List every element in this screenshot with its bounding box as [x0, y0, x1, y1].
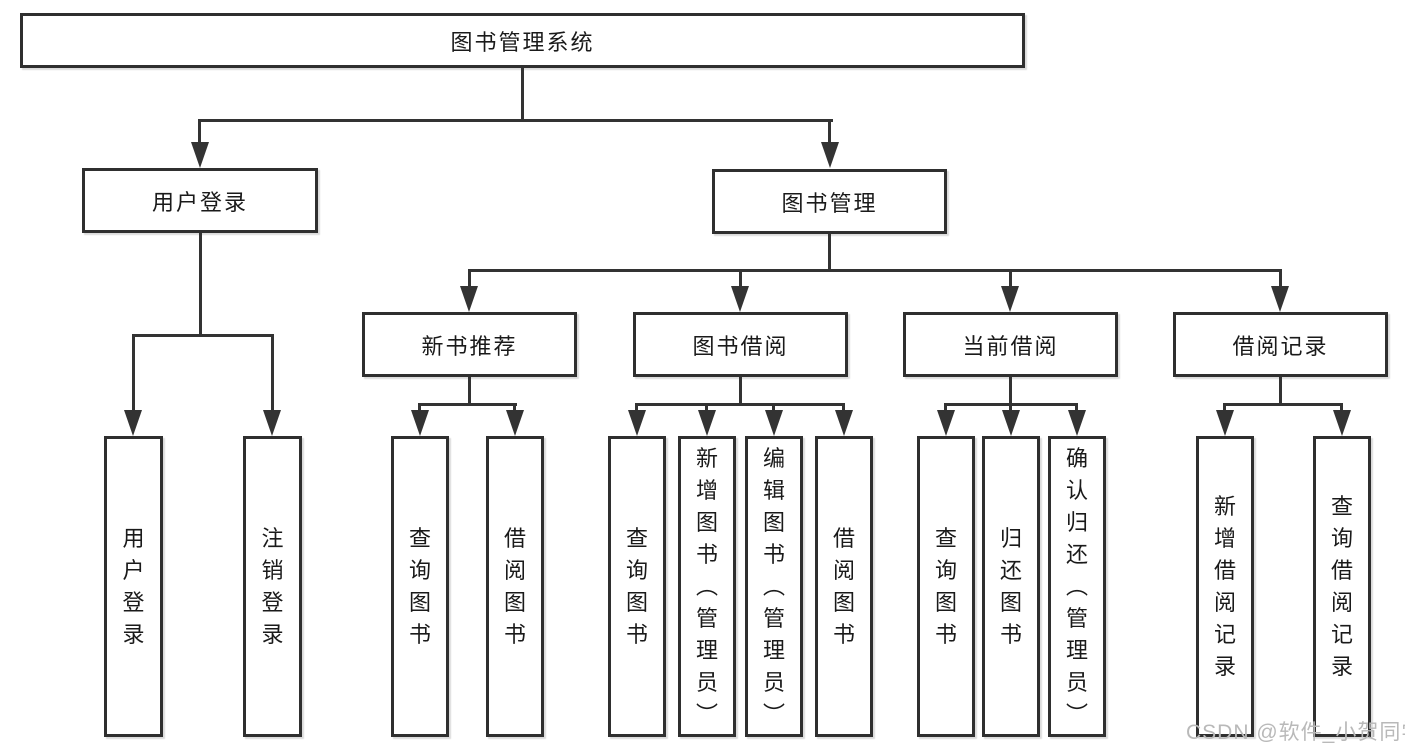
edge-drop-D1 — [1223, 403, 1226, 412]
edge-userlogin-rail — [132, 334, 274, 337]
arrowhead-records-icon — [1271, 286, 1289, 312]
arrowhead-B3-icon — [765, 410, 783, 436]
edge-bookmgmt-rail — [468, 269, 1282, 272]
node-new-book-recommend: 新书推荐 — [362, 312, 577, 377]
leaf-user-login: 用户登录 — [104, 436, 163, 737]
edge-groupB-rail — [635, 403, 845, 406]
leaf-add-borrow-record: 新增借阅记录 — [1196, 436, 1254, 737]
edge-groupB-stem — [739, 377, 742, 406]
leaf-confirm-return-admin-label: 确认归还︵管理员︶ — [1065, 445, 1088, 727]
arrowhead-leaf-logout-icon — [263, 410, 281, 436]
leaf-borrow-books-A: 借阅图书 — [486, 436, 544, 737]
edge-drop-C3 — [1075, 403, 1078, 412]
node-user-login-label: 用户登录 — [151, 189, 248, 215]
edge-root-stem — [521, 68, 524, 121]
node-borrow-records-label: 借阅记录 — [1232, 333, 1329, 359]
arrowhead-book-mgmt-icon — [821, 142, 839, 168]
arrowhead-newbook-icon — [460, 286, 478, 312]
leaf-add-book-admin: 新增图书︵管理员︶ — [678, 436, 736, 737]
leaf-borrow-books-A-label: 借阅图书 — [503, 525, 526, 647]
node-book-mgmt-label: 图书管理 — [781, 190, 878, 216]
leaf-return-book-label: 归还图书 — [999, 525, 1022, 647]
arrowhead-C3-icon — [1068, 410, 1086, 436]
leaf-add-borrow-record-label: 新增借阅记录 — [1213, 493, 1236, 679]
node-current-borrow-label: 当前借阅 — [962, 333, 1059, 359]
leaf-user-login-label: 用户登录 — [122, 525, 145, 647]
leaf-query-books-C: 查询图书 — [917, 436, 975, 737]
node-new-book-recommend-label: 新书推荐 — [421, 333, 518, 359]
leaf-edit-book-admin-label: 编辑图书︵管理员︶ — [762, 445, 785, 727]
arrowhead-A2-icon — [506, 410, 524, 436]
edge-drop-newbook — [468, 269, 471, 291]
arrowhead-A1-icon — [411, 410, 429, 436]
leaf-query-borrow-record-label: 查询借阅记录 — [1330, 493, 1353, 679]
arrowhead-C1-icon — [937, 410, 955, 436]
node-user-login: 用户登录 — [82, 168, 318, 233]
node-current-borrow: 当前借阅 — [903, 312, 1118, 377]
arrowhead-borrow-icon — [731, 286, 749, 312]
edge-drop-leaf-login — [132, 334, 135, 412]
leaf-query-books-B-label: 查询图书 — [625, 525, 648, 647]
edge-drop-B1 — [635, 403, 638, 412]
edge-groupD-rail — [1223, 403, 1343, 406]
edge-drop-current — [1009, 269, 1012, 291]
edge-drop-leaf-logout — [271, 334, 274, 412]
edge-drop-C2 — [1009, 403, 1012, 412]
edge-groupC-stem — [1009, 377, 1012, 406]
leaf-logout: 注销登录 — [243, 436, 302, 737]
edge-drop-C1 — [944, 403, 947, 412]
arrowhead-D2-icon — [1333, 410, 1351, 436]
edge-drop-D2 — [1340, 403, 1343, 412]
leaf-borrow-books-B-label: 借阅图书 — [832, 525, 855, 647]
edge-drop-B3 — [772, 403, 775, 412]
node-book-borrow: 图书借阅 — [633, 312, 848, 377]
arrowhead-C2-icon — [1002, 410, 1020, 436]
csdn-watermark: CSDN @软件_小贺同学 — [1186, 721, 1405, 744]
edge-drop-borrow — [739, 269, 742, 291]
edge-root-rail — [198, 119, 833, 122]
leaf-query-books-C-label: 查询图书 — [934, 525, 957, 647]
leaf-edit-book-admin: 编辑图书︵管理员︶ — [745, 436, 803, 737]
arrowhead-D1-icon — [1216, 410, 1234, 436]
leaf-confirm-return-admin: 确认归还︵管理员︶ — [1048, 436, 1106, 737]
leaf-logout-label: 注销登录 — [261, 525, 284, 647]
edge-drop-records — [1279, 269, 1282, 291]
node-book-mgmt: 图书管理 — [712, 169, 947, 234]
edge-userlogin-stem — [199, 233, 202, 336]
arrowhead-user-login-icon — [191, 142, 209, 168]
arrowhead-B1-icon — [628, 410, 646, 436]
arrowhead-current-icon — [1001, 286, 1019, 312]
arrowhead-B2-icon — [698, 410, 716, 436]
leaf-return-book: 归还图书 — [982, 436, 1040, 737]
edge-drop-B2 — [705, 403, 708, 412]
leaf-query-books-A: 查询图书 — [391, 436, 449, 737]
leaf-query-books-B: 查询图书 — [608, 436, 666, 737]
node-book-borrow-label: 图书借阅 — [692, 333, 789, 359]
arrowhead-B4-icon — [835, 410, 853, 436]
node-root-label: 图书管理系统 — [450, 29, 595, 55]
arrowhead-leaf-login-icon — [124, 410, 142, 436]
edge-drop-A1 — [418, 403, 421, 412]
leaf-add-book-admin-label: 新增图书︵管理员︶ — [695, 445, 718, 727]
leaf-borrow-books-B: 借阅图书 — [815, 436, 873, 737]
node-borrow-records: 借阅记录 — [1173, 312, 1388, 377]
edge-drop-B4 — [842, 403, 845, 412]
leaf-query-borrow-record: 查询借阅记录 — [1313, 436, 1371, 737]
edge-drop-book-mgmt — [828, 119, 831, 144]
leaf-query-books-A-label: 查询图书 — [408, 525, 431, 647]
edge-groupA-rail — [418, 403, 517, 406]
edge-drop-user-login — [198, 119, 201, 144]
node-root: 图书管理系统 — [20, 13, 1025, 68]
edge-groupA-stem — [468, 377, 471, 406]
edge-drop-A2 — [513, 403, 516, 412]
edge-groupD-stem — [1279, 377, 1282, 406]
edge-bookmgmt-stem — [828, 234, 831, 272]
